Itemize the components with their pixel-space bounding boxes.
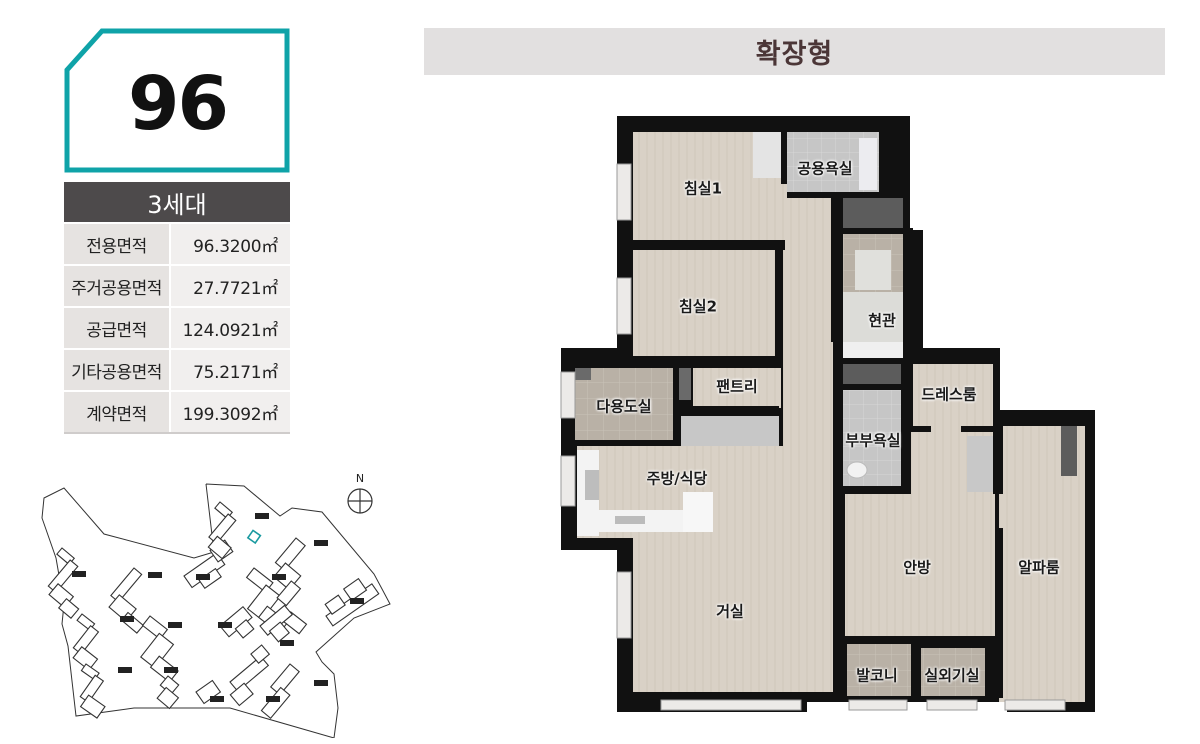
room-entrance: 현관 [868, 311, 896, 330]
area-row: 계약면적 199.3092㎡ [64, 392, 290, 434]
room-master-bedroom: 안방 [903, 558, 931, 577]
unit-type-number: 96 [128, 61, 229, 147]
area-label: 전용면적 [64, 224, 171, 264]
badge-frame-icon [64, 28, 290, 173]
room-alpha-room: 알파룸 [1018, 558, 1060, 577]
floor-plan: 침실1 공용욕실 침실2 현관 팬트리 다용도실 드레스룸 부부욕실 주방/식당… [555, 110, 1105, 720]
compass-icon [347, 488, 373, 514]
area-table: 3세대 전용면적 96.3200㎡ 주거공용면적 27.7721㎡ 공급면적 1… [64, 182, 290, 434]
room-balcony: 발코니 [856, 666, 898, 685]
households-header: 3세대 [64, 182, 290, 224]
area-row: 공급면적 124.0921㎡ [64, 308, 290, 350]
plan-type-title: 확장형 [755, 39, 834, 70]
room-bedroom1: 침실1 [683, 179, 723, 198]
floor-plan-drawing [560, 116, 1095, 712]
area-label: 기타공용면적 [64, 350, 171, 390]
area-label: 공급면적 [64, 308, 171, 348]
room-living: 거실 [716, 602, 744, 621]
area-value: 96.3200㎡ [171, 224, 290, 264]
site-map [34, 476, 404, 739]
room-bedroom2: 침실2 [678, 297, 718, 316]
area-value: 75.2171㎡ [171, 350, 290, 390]
room-utility: 다용도실 [596, 397, 652, 416]
room-master-bath: 부부욕실 [845, 431, 901, 450]
room-outdoor-unit: 실외기실 [924, 666, 980, 685]
room-common-bath: 공용욕실 [797, 159, 853, 178]
area-row: 전용면적 96.3200㎡ [64, 224, 290, 266]
north-compass: N [342, 472, 378, 516]
area-value: 27.7721㎡ [171, 266, 290, 306]
area-value: 124.0921㎡ [171, 308, 290, 348]
area-row: 주거공용면적 27.7721㎡ [64, 266, 290, 308]
room-dress-room: 드레스룸 [921, 385, 977, 404]
room-kitchen-dining: 주방/식당 [646, 469, 708, 488]
area-value: 199.3092㎡ [171, 392, 290, 432]
unit-type-badge: 96 [64, 28, 291, 174]
area-row: 기타공용면적 75.2171㎡ [64, 350, 290, 392]
north-label: N [355, 472, 365, 485]
room-pantry: 팬트리 [716, 377, 758, 396]
area-label: 계약면적 [64, 392, 171, 432]
area-label: 주거공용면적 [64, 266, 171, 306]
site-plan-icon [41, 483, 391, 739]
plan-type-header: 확장형 [424, 28, 1165, 75]
